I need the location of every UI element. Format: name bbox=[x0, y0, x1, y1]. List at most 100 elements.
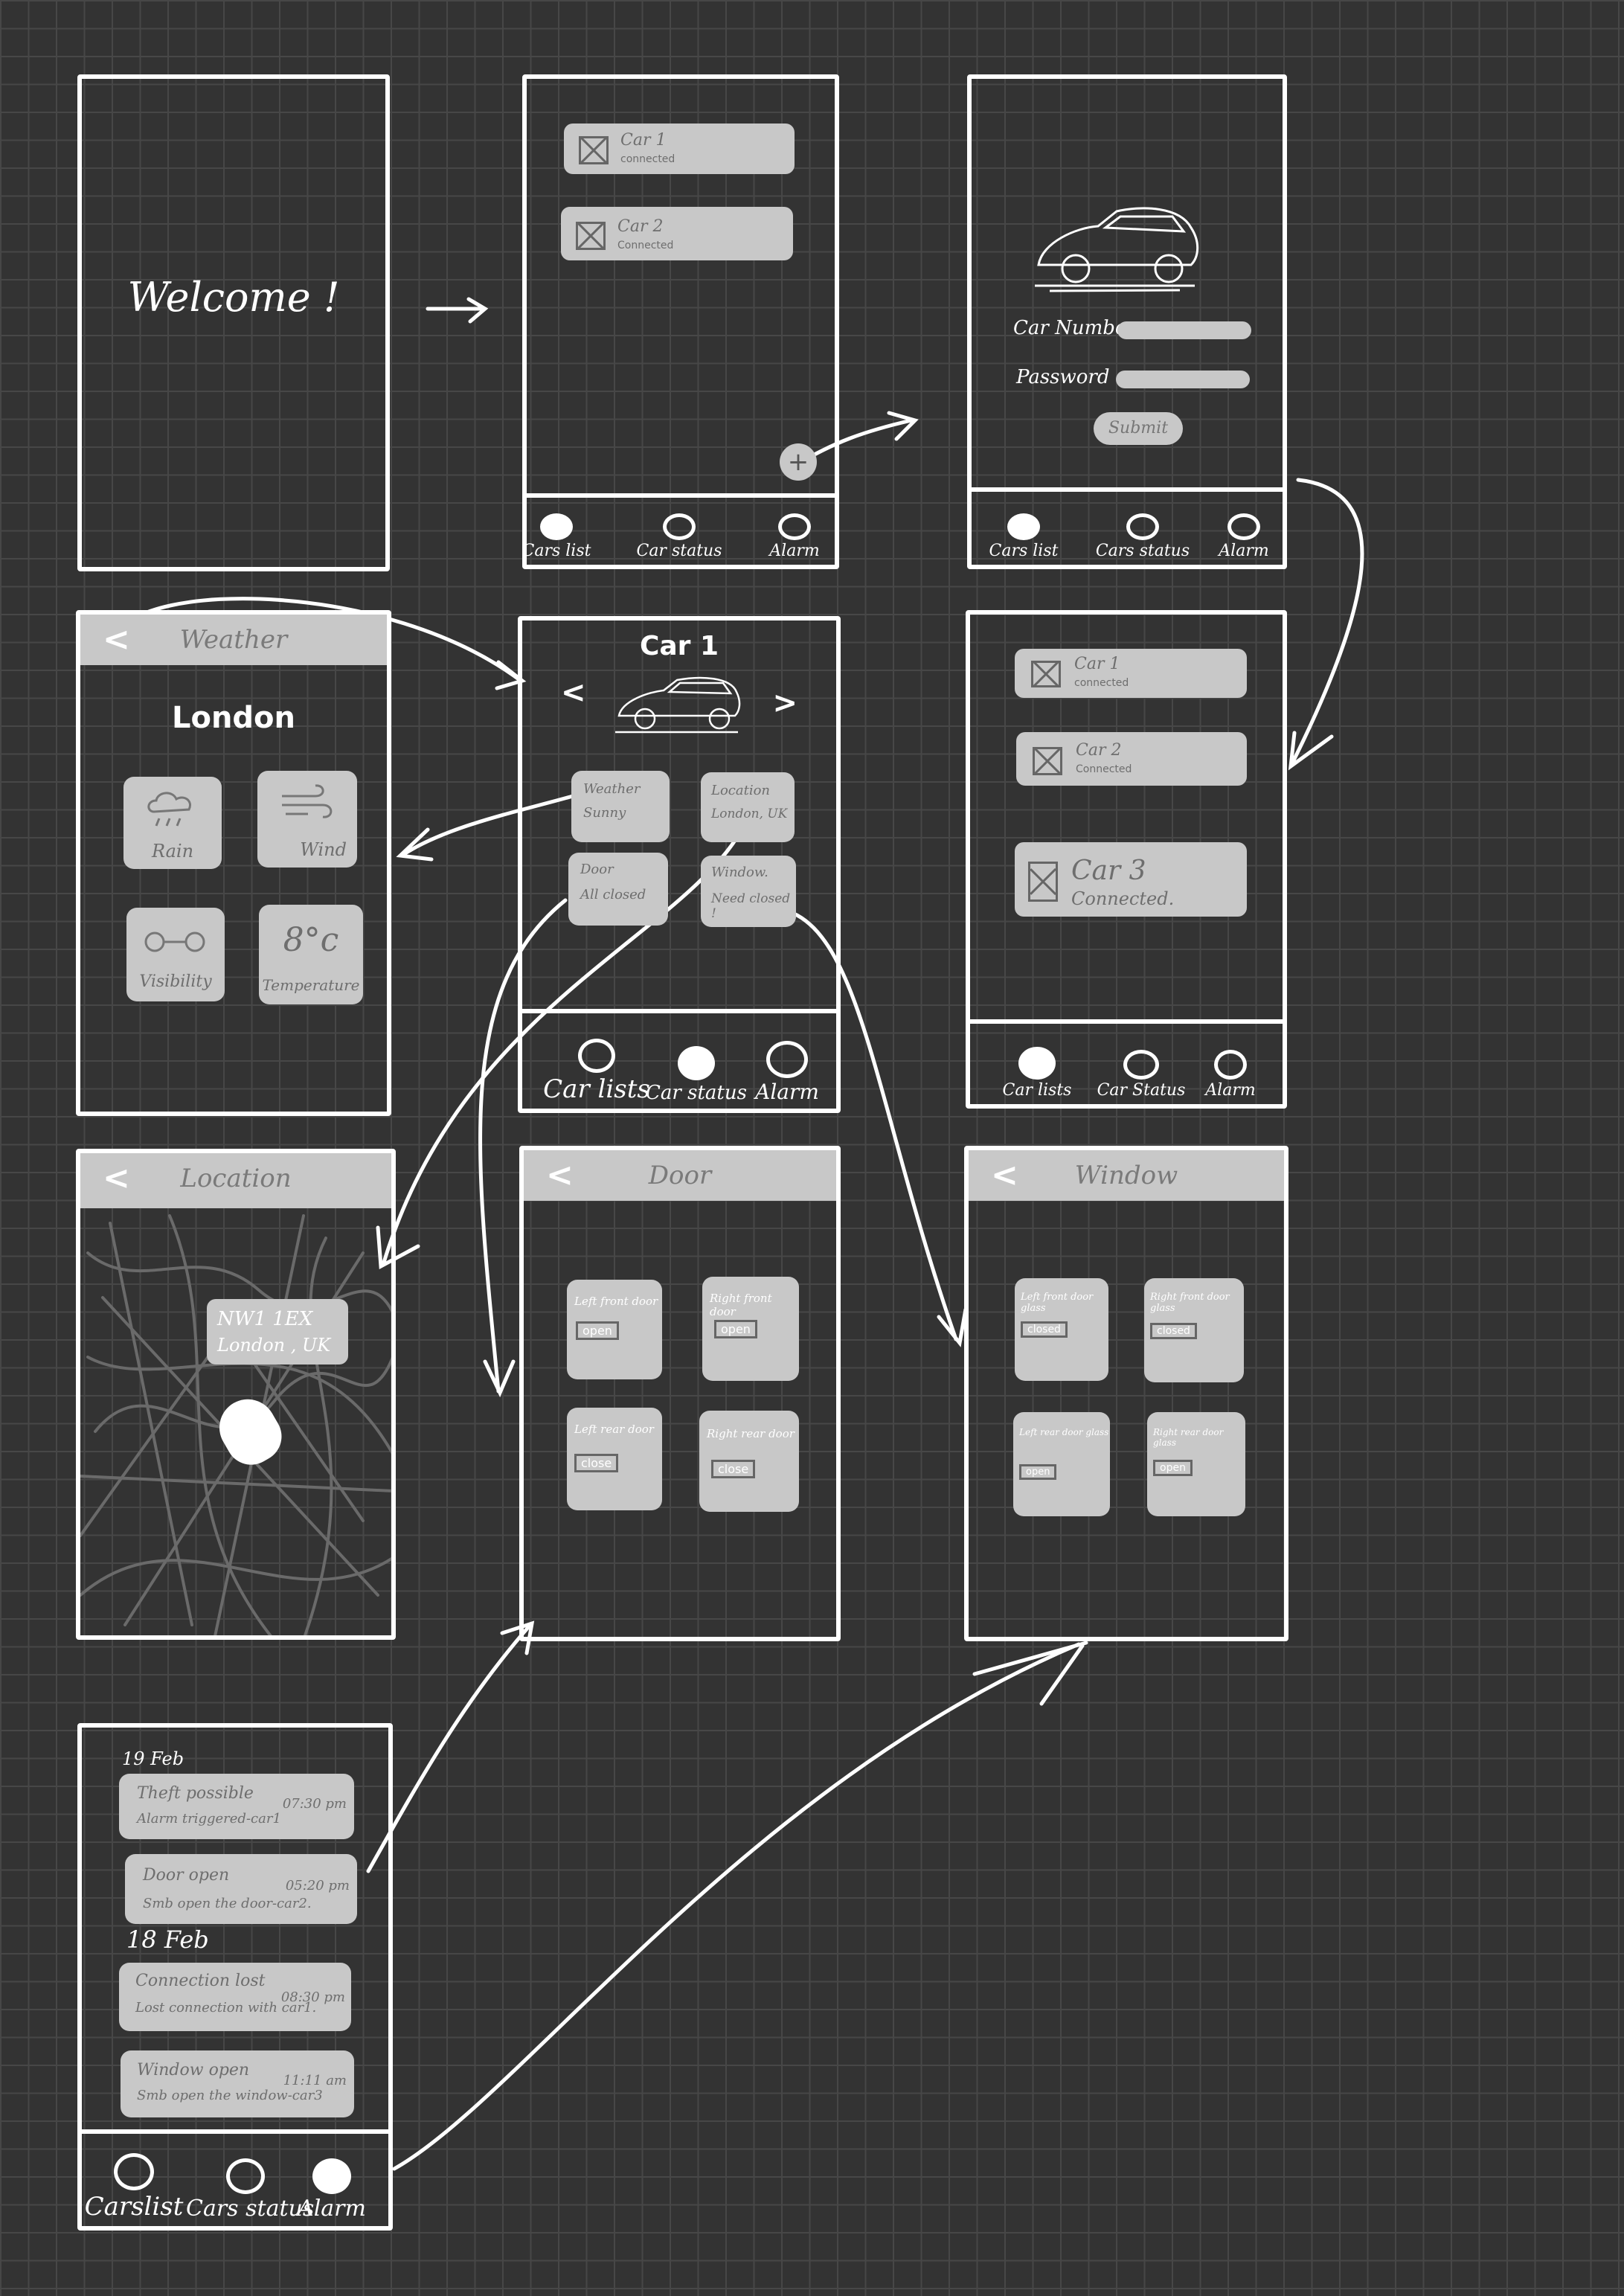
car-status: Connected bbox=[617, 240, 674, 251]
welcome-title: Welcome ! bbox=[127, 274, 340, 321]
back-icon[interactable]: < bbox=[103, 621, 130, 658]
window-state-chip[interactable]: closed bbox=[1150, 1323, 1197, 1339]
door-tile[interactable]: Right rear door close bbox=[699, 1411, 799, 1512]
rain-cloud-icon bbox=[147, 792, 191, 827]
weather-tile-rain[interactable]: Rain bbox=[123, 777, 222, 869]
detail-tile-location[interactable]: Location London, UK bbox=[701, 772, 795, 842]
door-tile[interactable]: Right front door open bbox=[702, 1277, 799, 1381]
door-header: < Door bbox=[524, 1150, 836, 1201]
nav-car-status[interactable]: Car status bbox=[637, 1046, 756, 1104]
window-screen: < Window Left front door glass closed Ri… bbox=[964, 1146, 1288, 1641]
nav-alarm[interactable]: Alarm bbox=[1171, 1050, 1290, 1100]
nav-dot-icon bbox=[1126, 513, 1159, 540]
next-car-icon[interactable]: > bbox=[772, 686, 797, 720]
add-car-button[interactable]: + bbox=[780, 443, 817, 481]
car-thumbnail-icon bbox=[1031, 661, 1061, 687]
detail-tile-weather[interactable]: Weather Sunny bbox=[571, 771, 670, 842]
date-heading: 19 Feb bbox=[122, 1748, 184, 1769]
window-state-chip[interactable]: closed bbox=[1021, 1321, 1068, 1338]
door-state-chip[interactable]: close bbox=[574, 1454, 619, 1472]
door-tile[interactable]: Left rear door close bbox=[567, 1408, 662, 1510]
car-status: connected bbox=[620, 153, 675, 165]
visibility-icon bbox=[144, 931, 205, 952]
back-icon[interactable]: < bbox=[991, 1156, 1018, 1194]
detail-tile-door[interactable]: Door All closed bbox=[568, 853, 668, 926]
weather-header: < Weather bbox=[80, 615, 387, 665]
nav-alarm[interactable]: Alarm bbox=[728, 1041, 847, 1104]
alarm-item[interactable]: Connection lost Lost connection with car… bbox=[119, 1963, 351, 2031]
temperature-value: 8°c bbox=[283, 921, 339, 959]
car-illustration-icon bbox=[1035, 207, 1199, 292]
nav-cars-status[interactable]: Cars status bbox=[186, 2158, 314, 2222]
password-label: Password : bbox=[1016, 366, 1123, 388]
nav-dot-icon bbox=[766, 1041, 808, 1078]
alarm-screen: 19 Feb Theft possible Alarm triggered-ca… bbox=[77, 1723, 393, 2231]
car-card[interactable]: Car 2 Connected bbox=[1016, 732, 1247, 786]
nav-alarm[interactable]: Alarm bbox=[735, 513, 854, 560]
back-icon[interactable]: < bbox=[546, 1156, 574, 1194]
password-field[interactable] bbox=[1116, 371, 1250, 388]
car-card[interactable]: Car 2 Connected bbox=[561, 207, 793, 260]
nav-cars-list[interactable]: Cars list bbox=[497, 513, 616, 560]
car-name: Car 1 bbox=[620, 131, 667, 150]
door-state-chip[interactable]: open bbox=[576, 1321, 619, 1340]
cars-list-screen: Car 1 connected Car 2 Connected + Cars l… bbox=[522, 74, 839, 569]
nav-dot-icon bbox=[1123, 1050, 1159, 1080]
car-title: Car 1 bbox=[639, 631, 719, 661]
window-tile[interactable]: Right rear door glass open bbox=[1147, 1412, 1245, 1516]
nav-dot-icon bbox=[312, 2158, 351, 2194]
car-name: Car 2 bbox=[617, 217, 664, 236]
window-tile[interactable]: Right front door glass closed bbox=[1144, 1278, 1244, 1382]
nav-car-status[interactable]: Car status bbox=[620, 513, 739, 560]
nav-alarm[interactable]: Alarm bbox=[1184, 513, 1303, 560]
nav-dot-icon bbox=[1007, 513, 1040, 540]
window-tile[interactable]: Left rear door glass open bbox=[1013, 1412, 1110, 1516]
back-icon[interactable]: < bbox=[103, 1159, 130, 1197]
nav-cars-status[interactable]: Cars status bbox=[1083, 513, 1202, 560]
header-title: Location bbox=[180, 1164, 292, 1193]
car-number-field[interactable] bbox=[1117, 321, 1251, 339]
nav-car-status[interactable]: Car Status bbox=[1082, 1050, 1201, 1100]
nav-dot-icon bbox=[226, 2158, 265, 2194]
nav-cars-list[interactable]: Cars list bbox=[964, 513, 1083, 560]
weather-tile-temperature[interactable]: 8°c Temperature bbox=[259, 905, 363, 1004]
car-card[interactable]: Car 3 Connected. bbox=[1015, 842, 1247, 917]
alarm-item[interactable]: Window open Smb open the window-car3 11:… bbox=[121, 2050, 354, 2117]
location-screen: < Location NW1 1EX London , UK bbox=[76, 1149, 396, 1640]
door-tile[interactable]: Left front door open bbox=[567, 1280, 662, 1379]
door-state-chip[interactable]: close bbox=[711, 1460, 756, 1478]
header-title: Door bbox=[648, 1161, 712, 1190]
nav-dot-icon bbox=[1018, 1047, 1056, 1080]
window-tile[interactable]: Left front door glass closed bbox=[1015, 1278, 1108, 1381]
car-thumbnail-icon bbox=[579, 136, 609, 164]
door-state-chip[interactable]: open bbox=[714, 1320, 757, 1338]
car-card[interactable]: Car 1 connected bbox=[564, 124, 795, 174]
nav-alarm[interactable]: Alarm bbox=[272, 2158, 391, 2222]
map-scribble bbox=[80, 1214, 391, 1635]
door-screen: < Door Left front door open Right front … bbox=[519, 1146, 841, 1641]
nav-car-lists[interactable]: Car lists bbox=[978, 1047, 1097, 1100]
weather-tile-wind[interactable]: Wind bbox=[257, 771, 357, 868]
weather-tile-visibility[interactable]: Visibility bbox=[126, 908, 225, 1001]
submit-button[interactable]: Submit bbox=[1094, 412, 1183, 445]
detail-tile-window[interactable]: Window. Need closed ! bbox=[701, 856, 796, 927]
location-header: < Location bbox=[80, 1153, 391, 1208]
window-state-chip[interactable]: open bbox=[1019, 1464, 1057, 1480]
city-title: London bbox=[171, 701, 296, 735]
cars-list-screen-2: Car 1 connected Car 2 Connected Car 3 Co… bbox=[966, 610, 1287, 1109]
car-card[interactable]: Car 1 connected bbox=[1015, 649, 1247, 698]
prev-car-icon[interactable]: < bbox=[561, 676, 586, 710]
window-state-chip[interactable]: open bbox=[1153, 1460, 1193, 1476]
car-detail-screen: Car 1 < > Weather Sunny Location London,… bbox=[518, 616, 841, 1113]
nav-dot-icon bbox=[678, 1046, 715, 1080]
car-thumbnail-icon bbox=[1028, 862, 1058, 902]
alarm-item[interactable]: Theft possible Alarm triggered-car1 07:3… bbox=[119, 1774, 354, 1839]
header-title: Weather bbox=[179, 625, 288, 655]
nav-carslist[interactable]: Carslist bbox=[74, 2153, 193, 2222]
nav-dot-icon bbox=[778, 513, 811, 540]
nav-car-lists[interactable]: Car lists bbox=[537, 1039, 656, 1104]
car-thumbnail-icon bbox=[576, 222, 606, 250]
alarm-item[interactable]: Door open Smb open the door-car2. 05:20 … bbox=[125, 1854, 357, 1924]
header-title: Window bbox=[1074, 1161, 1178, 1190]
